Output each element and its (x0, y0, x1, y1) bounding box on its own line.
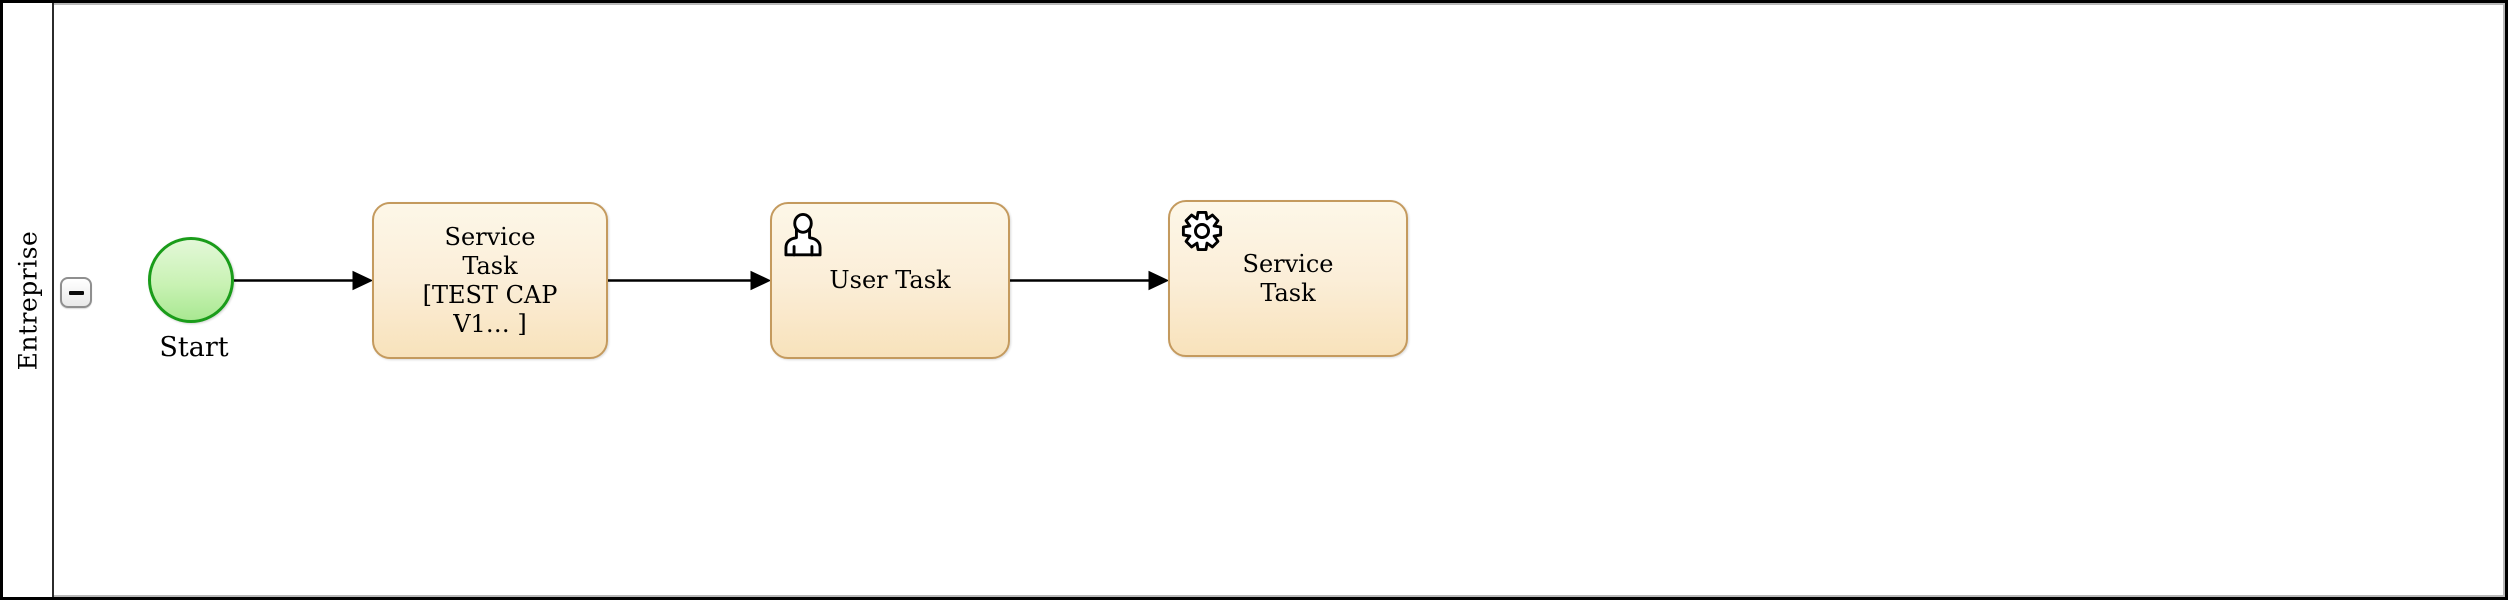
task-label-line: User Task (829, 266, 951, 294)
task-label-line: Service (444, 222, 536, 251)
task-service-2[interactable]: Service Task (1168, 200, 1408, 357)
task-label: Service Task [TEST CAP V1… ] (423, 223, 558, 339)
sequence-flow-user-to-service2[interactable] (1010, 270, 1170, 291)
task-label-line: V1… ] (453, 309, 527, 338)
task-label: User Task (829, 266, 950, 295)
start-event-label: Start (159, 332, 229, 363)
task-label-line: Service (1242, 249, 1334, 278)
task-service-1[interactable]: Service Task [TEST CAP V1… ] (372, 202, 608, 359)
task-user[interactable]: User Task (770, 202, 1010, 359)
gear-icon (1181, 210, 1223, 252)
task-label-line: Task (462, 251, 518, 280)
task-label-line: [TEST CAP (422, 280, 558, 309)
sequence-flow-service1-to-user[interactable] (608, 270, 772, 291)
minus-icon (68, 290, 84, 295)
lane-header[interactable]: Entreprise (3, 3, 54, 597)
sequence-flow-start-to-service1[interactable] (234, 270, 374, 291)
start-event[interactable] (148, 237, 234, 323)
user-icon (784, 212, 822, 257)
sequence-flows (234, 270, 1170, 291)
task-label-line: Task (1260, 278, 1316, 307)
task-label: Service Task (1243, 250, 1334, 308)
lane-collapse-button[interactable] (60, 277, 92, 308)
